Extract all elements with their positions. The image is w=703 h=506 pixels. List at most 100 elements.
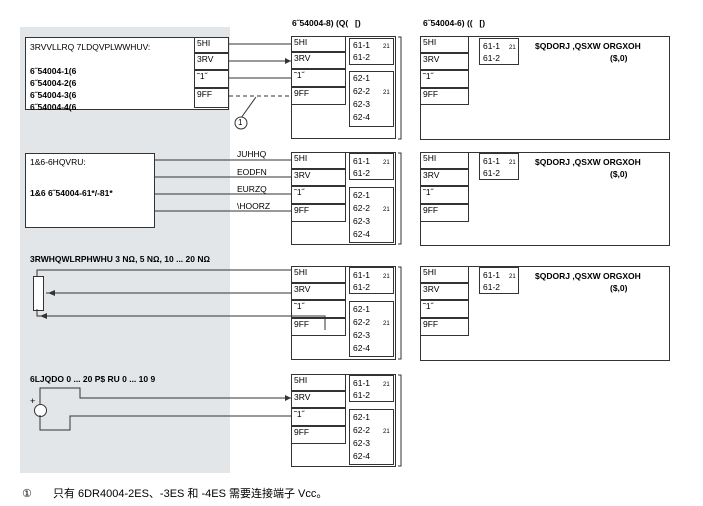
- potentiometer-resistor: [33, 276, 44, 311]
- t1-ch-bot-1: 62-1: [353, 73, 371, 83]
- arrow-pot-top: [48, 290, 55, 296]
- t4-ch-bot-3: 62-3: [353, 438, 371, 448]
- t1-ch-top-2: 61-2: [353, 52, 371, 62]
- t2-ch-bot-4: 62-4: [353, 229, 371, 239]
- t4-pin-pos: 3RV: [291, 391, 346, 408]
- tb-pin-ref: 5HI: [420, 152, 469, 169]
- header-sipart-ps2-ex: 6˝54004-8) (Q([): [292, 18, 361, 28]
- tc-ch-top-sup: 21: [509, 274, 516, 280]
- t2-ch-bot-2: 62-2: [353, 203, 371, 213]
- wire-label-green: JUHHQ: [237, 149, 267, 159]
- tb-ch-top-2: 61-2: [483, 168, 501, 178]
- potentiometer-title: 3RWHQWLRPHWHU 3 NΩ, 5 NΩ, 10 ... 20 NΩ: [30, 254, 211, 264]
- ta-pin-gnd: ˜1˝: [420, 70, 469, 88]
- tb-ch-top: [479, 153, 519, 180]
- t1-ch-bot-4: 62-4: [353, 112, 371, 122]
- ta-pin-pos: 3RV: [420, 53, 469, 70]
- current-source-plus: +: [30, 396, 36, 406]
- t1-ch-top-sup: 21: [383, 44, 390, 50]
- src1-pin-ref: 5HI: [194, 37, 229, 53]
- sig-wire-bottom: [39, 415, 291, 431]
- tb-pin-gnd: ˜1˝: [420, 186, 469, 204]
- t3-ch-bot-4: 62-4: [353, 343, 371, 353]
- t1-ch-top-1: 61-1: [353, 40, 371, 50]
- tb-analog-input-sub: ($,0): [610, 169, 628, 179]
- ta-analog-input-sub: ($,0): [610, 53, 628, 63]
- t2-ch-top: [349, 153, 394, 180]
- tc-ch-top-2: 61-2: [483, 282, 501, 292]
- bracket-4: [398, 374, 402, 467]
- t4-pin-vcc: 9FF: [291, 426, 346, 444]
- t3-pin-ref: 5HI: [291, 266, 346, 283]
- arrow-pot-bottom: [40, 313, 47, 319]
- sig-wire-top: [39, 387, 291, 404]
- marker-circle-label: 1: [238, 118, 243, 127]
- t2-ch-top-sup: 21: [383, 160, 390, 166]
- passive-transmitters-title: 3RVVLLRQ 7LDQVPLWWHUV:: [30, 42, 151, 52]
- t4-ch-bot-sup: 21: [383, 429, 390, 435]
- pot-gnd-return: [291, 315, 326, 330]
- tc-ch-top: [479, 267, 519, 294]
- src1-pin-pos: 3RV: [194, 53, 229, 70]
- t4-ch-top-1: 61-1: [353, 378, 371, 388]
- t2-pin-ref: 5HI: [291, 152, 346, 169]
- t3-ch-bot-1: 62-1: [353, 304, 371, 314]
- src1-pin-vcc: 9FF: [194, 88, 229, 108]
- t3-ch-bot: [349, 301, 394, 357]
- t3-ch-top-2: 61-2: [353, 282, 371, 292]
- t4-ch-top-2: 61-2: [353, 390, 371, 400]
- t4-ch-top-sup: 21: [383, 382, 390, 388]
- transmitter-item-1: 6˝54004-1(6: [30, 66, 77, 76]
- footnote-number: ①: [22, 487, 32, 500]
- ta-analog-input-label: $QDORJ ,QSXW ORGXOH: [535, 41, 641, 51]
- t1-pin-pos: 3RV: [291, 52, 346, 69]
- ta-pin-ref: 5HI: [420, 36, 469, 53]
- signal-source-title: 6LJQDO 0 ... 20 P$ RU 0 ... 10 9: [30, 374, 156, 384]
- t3-ch-top: [349, 267, 394, 294]
- t1-ch-bot-2: 62-2: [353, 86, 371, 96]
- tb-ch-top-1: 61-1: [483, 156, 501, 166]
- marker-circle-1: [234, 116, 248, 130]
- wire-label-brown: EURZQ: [237, 184, 267, 194]
- bracket-1: [398, 36, 402, 140]
- t1-ch-top: [349, 38, 394, 65]
- t2-pin-vcc: 9FF: [291, 204, 346, 222]
- pot-wire-top: [36, 269, 291, 276]
- ta-ch-top-2: 61-2: [483, 53, 501, 63]
- ta-ch-top-1: 61-1: [483, 41, 501, 51]
- t1-pin-gnd: ˜1˝: [291, 69, 346, 87]
- tb-pin-pos: 3RV: [420, 169, 469, 186]
- header-sipart-ps2: 6˝54004-6) (([): [423, 18, 486, 28]
- t4-ch-bot-4: 62-4: [353, 451, 371, 461]
- arrow-sig-top: [285, 395, 291, 401]
- ta-pin-vcc: 9FF: [420, 88, 469, 105]
- t3-pin-pos: 3RV: [291, 283, 346, 300]
- t3-pin-vcc: 9FF: [291, 318, 346, 336]
- tc-pin-gnd: ˜1˝: [420, 300, 469, 318]
- wire-label-black: EODFN: [237, 167, 267, 177]
- t2-ch-bot: [349, 187, 394, 243]
- t4-ch-top: [349, 375, 394, 402]
- t2-ch-top-2: 61-2: [353, 168, 371, 178]
- tc-pin-pos: 3RV: [420, 283, 469, 300]
- ncs-sensor-box: [25, 153, 155, 228]
- t2-ch-top-1: 61-1: [353, 156, 371, 166]
- t1-ch-bot: [349, 71, 394, 127]
- t1-pin-ref: 5HI: [291, 36, 346, 52]
- footnote-text: 只有 6DR4004-2ES、-3ES 和 -4ES 需要连接端子 Vcc。: [52, 488, 328, 500]
- t3-ch-top-1: 61-1: [353, 270, 371, 280]
- ta-ch-top: [479, 38, 519, 65]
- bracket-3: [398, 266, 402, 360]
- transmitter-item-4: 6˝54004-4(6: [30, 102, 77, 112]
- bracket-2: [398, 152, 402, 245]
- tc-analog-input-sub: ($,0): [610, 283, 628, 293]
- t4-ch-bot: [349, 409, 394, 465]
- t1-ch-bot-sup: 21: [383, 90, 390, 96]
- tb-analog-input-label: $QDORJ ,QSXW ORGXOH: [535, 157, 641, 167]
- pot-wire-bottom: [36, 309, 291, 317]
- tb-ch-top-sup: 21: [509, 160, 516, 166]
- t4-ch-bot-1: 62-1: [353, 412, 371, 422]
- t3-ch-top-sup: 21: [383, 274, 390, 280]
- tc-pin-ref: 5HI: [420, 266, 469, 283]
